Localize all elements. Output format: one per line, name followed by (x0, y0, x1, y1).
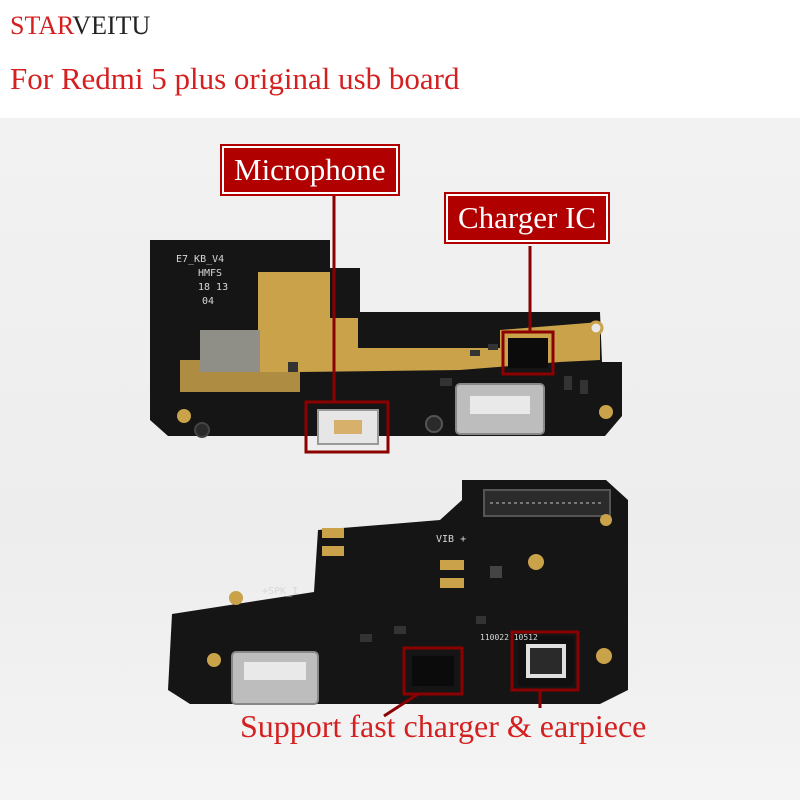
microphone-callout: Microphone (222, 146, 398, 194)
top-marking-3: 18 13 (198, 282, 228, 293)
top-marking-1: E7_KB_V4 (176, 254, 224, 265)
product-subtitle: For Redmi 5 plus original usb board (10, 61, 460, 96)
charger-ic-callout: Charger IC (446, 194, 609, 242)
bottom-usb-board: VIB + +SPK_I 110022 10512 (168, 480, 628, 718)
fast-charger-caption: Support fast charger & earpiece (240, 708, 647, 744)
top-marking-2: HMFS (198, 268, 222, 279)
brand-name-red: STAR (10, 11, 73, 40)
chip-code-marking: 110022 10512 (480, 633, 538, 642)
brand-name-dark: VEITU (72, 11, 151, 40)
top-marking-4: 04 (202, 296, 214, 307)
vib-marking: VIB + (436, 534, 466, 545)
brand-name: STARVEITU (10, 12, 150, 40)
spk-marking: +SPK_I (262, 586, 298, 597)
top-usb-board: E7_KB_V4 HMFS 18 13 04 (150, 196, 622, 454)
